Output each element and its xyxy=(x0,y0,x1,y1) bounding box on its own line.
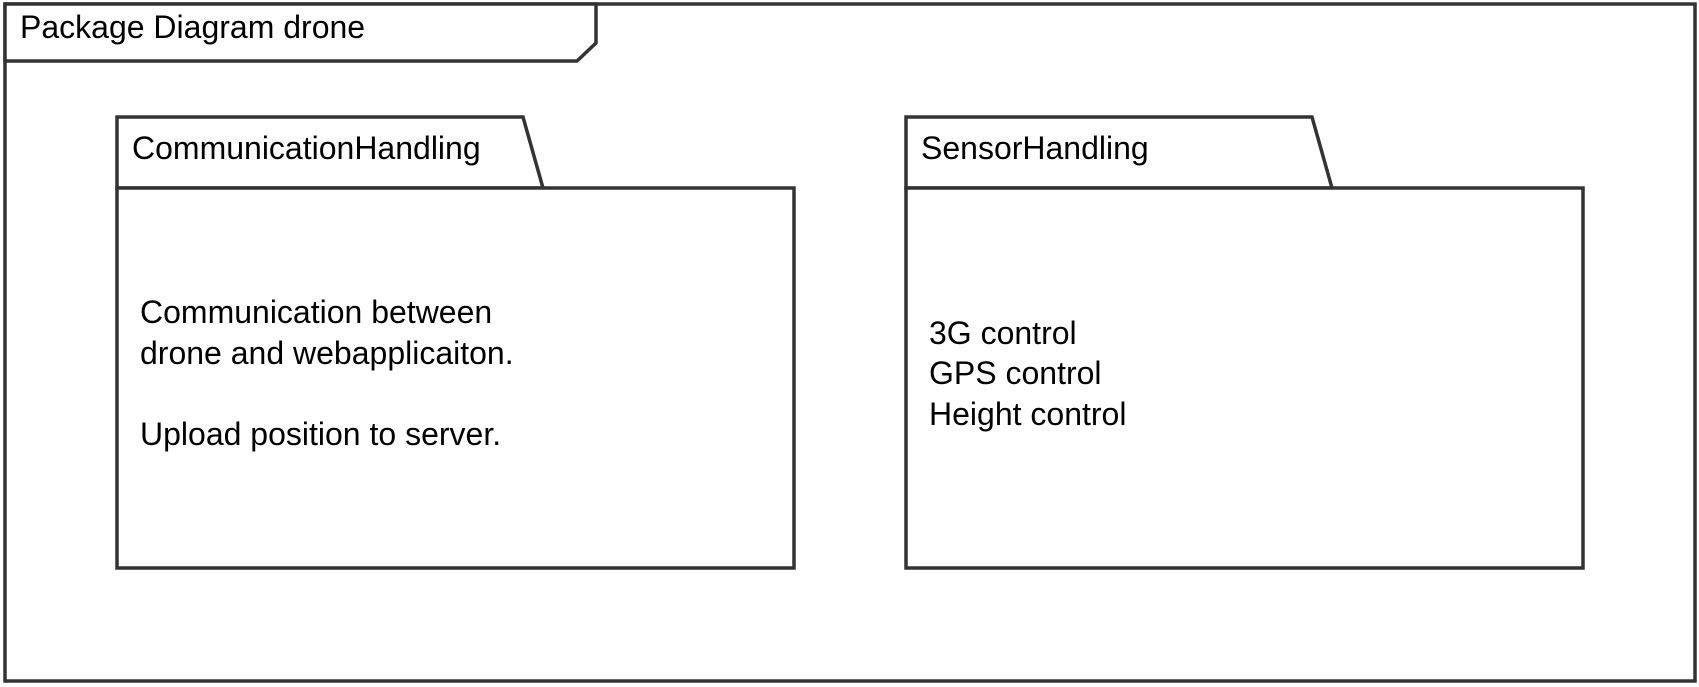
package-description-line: Communication between xyxy=(140,294,492,330)
package-communication-handling[interactable]: CommunicationHandling Communication betw… xyxy=(115,115,796,570)
package-body xyxy=(115,186,796,570)
frame-title: Package Diagram drone xyxy=(20,9,365,45)
package-name: CommunicationHandling xyxy=(132,130,481,166)
package-description-line: Upload position to server. xyxy=(140,416,501,452)
package-sensor-handling[interactable]: SensorHandling 3G control GPS control He… xyxy=(904,115,1585,570)
package-name: SensorHandling xyxy=(921,130,1149,166)
package-description-line: GPS control xyxy=(929,355,1102,391)
package-description-line: drone and webapplicaiton. xyxy=(140,335,514,371)
package-description-line: Height control xyxy=(929,396,1126,432)
package-body xyxy=(904,186,1585,570)
package-description-line: 3G control xyxy=(929,315,1077,351)
frame-title-tab xyxy=(3,2,598,63)
